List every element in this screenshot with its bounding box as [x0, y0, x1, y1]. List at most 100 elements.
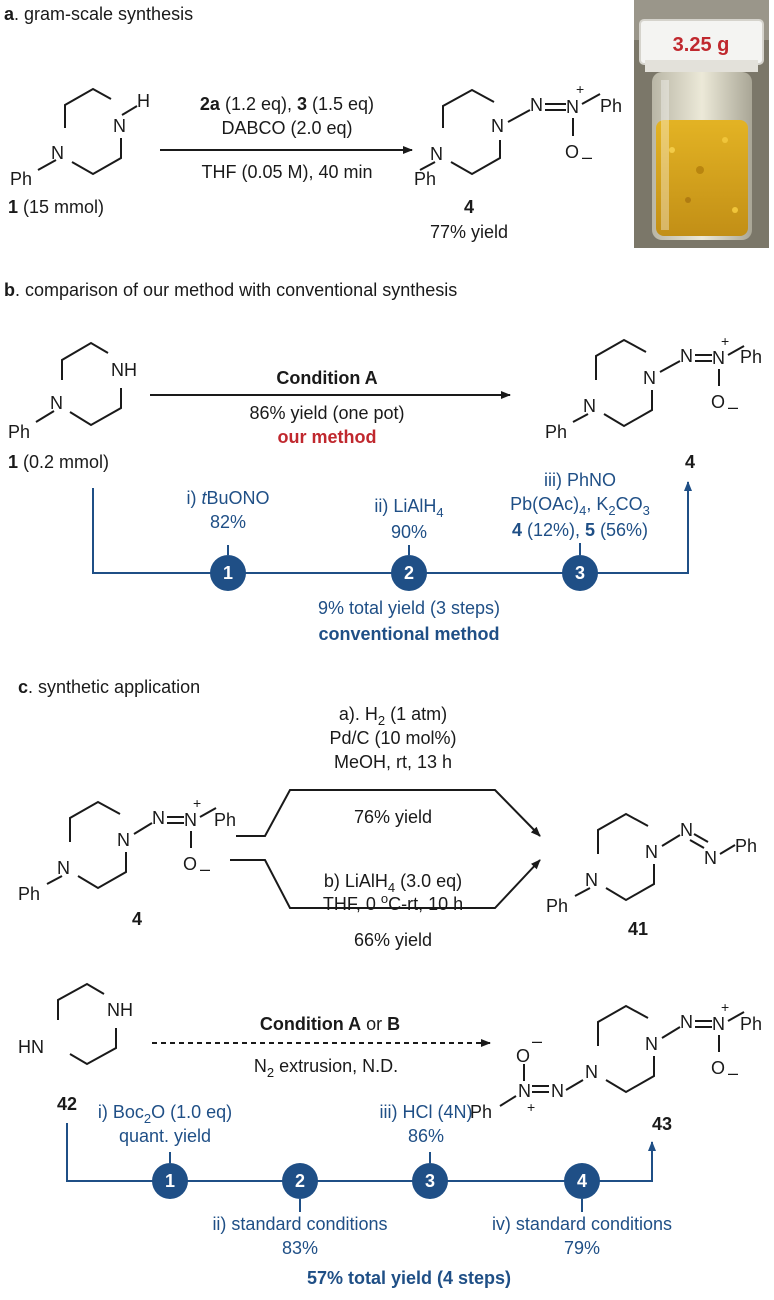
d-step1-yield: quant. yield: [119, 1126, 211, 1146]
condition-reagents-line: 2a (1.2 eq), 3 (1.5 eq): [200, 94, 374, 114]
step2-reagent: ii) LiAlH4: [374, 496, 443, 520]
svg-text:Ph: Ph: [735, 836, 757, 856]
svg-text:+: +: [721, 333, 729, 349]
svg-text:N: N: [113, 116, 126, 136]
svg-text:O: O: [565, 142, 579, 162]
molecule-4b-label: 4: [685, 452, 695, 472]
svg-text:N: N: [643, 368, 656, 388]
svg-text:N: N: [530, 95, 543, 115]
svg-text:–: –: [532, 1031, 542, 1051]
d-total-yield: 57% total yield (4 steps): [307, 1268, 511, 1288]
d-step2-reagent: ii) standard conditions: [212, 1214, 387, 1234]
svg-text:Ph: Ph: [8, 422, 30, 442]
step-node-1: 1: [210, 555, 246, 591]
svg-text:Ph: Ph: [600, 96, 622, 116]
route-a-arrow: [236, 789, 541, 837]
d-step4-yield: 79%: [564, 1238, 600, 1258]
condition-base-line: DABCO (2.0 eq): [221, 118, 352, 138]
d-step-node-3: 3: [412, 1163, 448, 1199]
svg-text:Ph: Ph: [18, 884, 40, 904]
molecule-41-structure: N N Ph N N Ph: [546, 812, 757, 916]
step3-reagent-line1: iii) PhNO: [544, 470, 616, 490]
svg-text:+: +: [193, 795, 201, 811]
our-method-label: our method: [278, 427, 377, 447]
molecule-42-structure: NH HN: [18, 982, 133, 1066]
section-a-header: a. gram-scale synthesis: [4, 4, 193, 24]
svg-text:+: +: [721, 999, 729, 1015]
condition-solvent-line: THF (0.05 M), 40 min: [201, 162, 372, 182]
svg-text:3: 3: [575, 563, 585, 583]
svg-text:N: N: [712, 348, 725, 368]
svg-text:N: N: [704, 848, 717, 868]
step-node-2: 2: [391, 555, 427, 591]
svg-text:+: +: [527, 1099, 535, 1115]
route-b-reagent: b) LiAlH4 (3.0 eq): [324, 871, 462, 895]
route-b-arrow: [230, 859, 541, 909]
route-b-conditions: THF, 0 oC-rt, 10 h: [323, 891, 463, 914]
molecule-4c-structure: N N Ph N N + Ph O –: [18, 795, 236, 904]
svg-text:N: N: [680, 346, 693, 366]
step1-yield: 82%: [210, 512, 246, 532]
d-step-node-4: 4: [564, 1163, 600, 1199]
svg-text:N: N: [583, 396, 596, 416]
svg-text:H: H: [137, 91, 150, 111]
svg-text:Ph: Ph: [414, 169, 436, 189]
svg-text:N: N: [184, 810, 197, 830]
vial-photo: [634, 0, 769, 248]
svg-text:N: N: [645, 842, 658, 862]
step3-reagent-line2: Pb(OAc)4, K2CO3: [510, 494, 650, 518]
svg-text:N: N: [50, 393, 63, 413]
svg-text:Ph: Ph: [545, 422, 567, 442]
svg-text:–: –: [200, 859, 210, 879]
svg-text:2: 2: [295, 1171, 305, 1191]
svg-text:–: –: [728, 1063, 738, 1083]
yield-a: 77% yield: [430, 222, 508, 242]
molecule-1-structure: N H N Ph: [10, 87, 150, 189]
condition-a-or-b: Condition A or B: [260, 1014, 400, 1034]
svg-text:N: N: [680, 1012, 693, 1032]
d-step4-reagent: iv) standard conditions: [492, 1214, 672, 1234]
svg-text:NH: NH: [107, 1000, 133, 1020]
molecule-43-label: 43: [652, 1114, 672, 1134]
molecule-43-structure: N N N N + Ph O – N N + O – Ph: [470, 999, 762, 1122]
svg-text:+: +: [576, 81, 584, 97]
molecule-1b-structure: NH N Ph: [8, 341, 137, 442]
svg-text:Ph: Ph: [546, 896, 568, 916]
route-a-conditions: MeOH, rt, 13 h: [334, 752, 452, 772]
d-step-node-2: 2: [282, 1163, 318, 1199]
conventional-method-label: conventional method: [318, 624, 499, 644]
svg-text:4: 4: [577, 1171, 587, 1191]
molecule-4-structure: N N Ph N N + Ph O –: [414, 81, 622, 189]
svg-text:2: 2: [404, 563, 414, 583]
n2-extrusion-note: N2 extrusion, N.D.: [254, 1056, 398, 1080]
svg-text:N: N: [57, 858, 70, 878]
svg-text:N: N: [585, 1062, 598, 1082]
svg-text:O: O: [183, 854, 197, 874]
svg-text:O: O: [711, 1058, 725, 1078]
d-step3-yield: 86%: [408, 1126, 444, 1146]
svg-text:N: N: [518, 1081, 531, 1101]
svg-text:O: O: [516, 1046, 530, 1066]
svg-text:–: –: [582, 147, 592, 167]
svg-text:N: N: [712, 1014, 725, 1034]
d-step1-reagent: i) Boc2O (1.0 eq): [98, 1102, 232, 1126]
svg-text:N: N: [117, 830, 130, 850]
conventional-route-line: [92, 481, 692, 574]
route-a-catalyst: Pd/C (10 mol%): [329, 728, 456, 748]
molecule-4b-structure: N N Ph N N + Ph O –: [545, 333, 762, 442]
molecule-41-label: 41: [628, 919, 648, 939]
svg-text:N: N: [566, 97, 579, 117]
section-b-header: b. comparison of our method with convent…: [4, 280, 457, 300]
svg-text:HN: HN: [18, 1037, 44, 1057]
molecule-42-label: 42: [57, 1094, 77, 1114]
svg-text:N: N: [680, 820, 693, 840]
molecule-4-label: 4: [464, 197, 474, 217]
route-b-yield: 66% yield: [354, 930, 432, 950]
svg-text:1: 1: [223, 563, 233, 583]
svg-text:NH: NH: [111, 360, 137, 380]
condition-a-label: Condition A: [276, 368, 377, 388]
step2-yield: 90%: [391, 522, 427, 542]
svg-text:N: N: [152, 808, 165, 828]
svg-text:O: O: [711, 392, 725, 412]
d-step-node-1: 1: [152, 1163, 188, 1199]
